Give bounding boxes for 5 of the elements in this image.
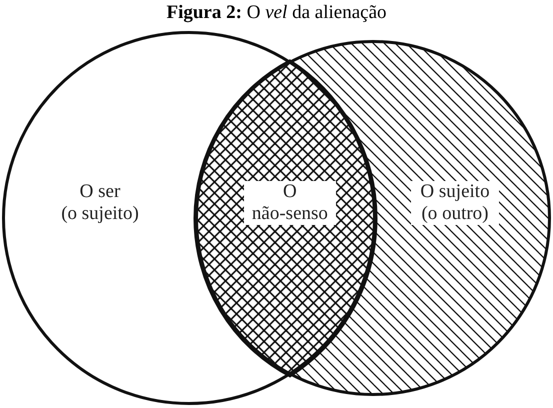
region-label: O não-senso xyxy=(244,180,336,225)
venn-circle xyxy=(195,40,551,396)
venn-circle xyxy=(2,31,376,405)
region-label: O sujeito (o outro) xyxy=(411,181,499,225)
figure-title: Figura 2: O vel da alienação xyxy=(166,2,386,24)
